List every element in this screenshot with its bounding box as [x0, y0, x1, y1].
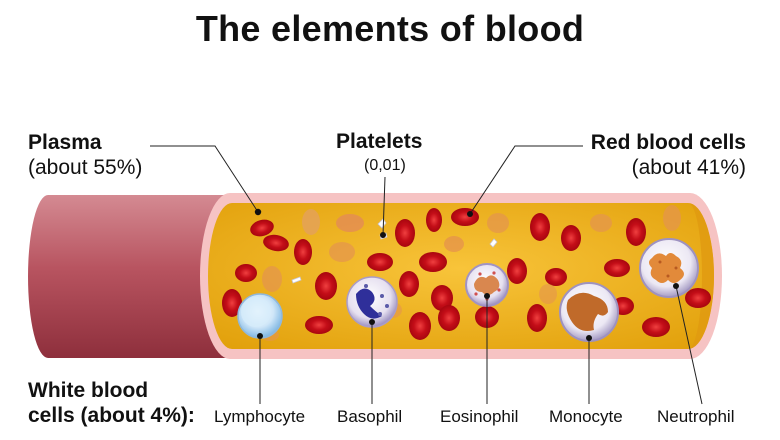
platelets-leader [382, 176, 386, 236]
lymphocyte-leader-dot [257, 333, 263, 339]
red-cells-leader-dot [467, 211, 473, 217]
red-blood-cell [507, 258, 527, 284]
red-blood-cell [250, 219, 274, 237]
monocyte-label: Monocyte [549, 407, 623, 426]
vessel-end-cap [688, 203, 714, 349]
red-blood-cell [367, 253, 393, 271]
red-cells-leader [469, 145, 583, 215]
basophil-label: Basophil [337, 407, 403, 426]
neutrophil-leader-dot [673, 283, 679, 289]
neutrophil-cell [639, 238, 699, 298]
red-blood-cell [419, 252, 447, 272]
red-blood-cell [561, 225, 581, 251]
red-blood-cell [409, 312, 431, 340]
platelets-leader-dot [380, 232, 386, 238]
red-blood-cell [262, 266, 282, 292]
red-blood-cell [222, 289, 242, 317]
red-blood-cell [545, 268, 567, 286]
red-blood-cell [663, 205, 681, 231]
neutrophil-label: Neutrophil [657, 407, 735, 426]
platelet [489, 238, 498, 248]
red-blood-cell [399, 271, 419, 297]
platelet [377, 218, 387, 229]
red-cells-label: Red blood cells [590, 131, 746, 154]
red-blood-cell [315, 272, 337, 300]
red-blood-cell [444, 236, 464, 252]
red-blood-cell [604, 259, 630, 277]
red-blood-cell [451, 208, 479, 226]
red-blood-cell [235, 264, 257, 282]
red-blood-cell [539, 284, 557, 304]
lymphocyte-label: Lymphocyte [214, 407, 306, 426]
eosinophil-leader-dot [484, 293, 490, 299]
red-blood-cell [263, 234, 289, 252]
red-blood-cell [642, 317, 670, 337]
neutrophil-leader [675, 285, 703, 405]
monocyte-cell [559, 282, 619, 342]
red-blood-cell [431, 285, 453, 311]
red-blood-cell [527, 304, 547, 332]
red-blood-cell [530, 213, 550, 241]
red-blood-cell [626, 218, 646, 246]
white-cells-label-line2: cells (about 4%): [28, 404, 195, 427]
red-cells-share: (about 41%) [631, 156, 746, 179]
plasma-share: (about 55%) [28, 156, 143, 179]
platelet [291, 276, 302, 284]
platelets-share: (0,01) [364, 157, 406, 174]
plasma-label: Plasma [28, 131, 102, 154]
red-blood-cell [294, 239, 312, 265]
basophil-leader-dot [369, 319, 375, 325]
eosinophil-label: Eosinophil [440, 407, 519, 426]
leader-lines [150, 145, 703, 405]
red-blood-cell [487, 213, 509, 233]
red-blood-cell [426, 208, 442, 232]
lymphocyte-cell [237, 293, 283, 339]
red-blood-cell [395, 219, 415, 247]
red-blood-cell [329, 242, 355, 262]
eosinophil-cell [465, 263, 509, 307]
red-blood-cell [590, 214, 612, 232]
red-blood-cell [336, 214, 364, 232]
monocyte-leader-dot [586, 335, 592, 341]
red-blood-cell [438, 305, 460, 331]
red-blood-cell [685, 288, 711, 308]
white-cells-label-line1: White blood [28, 379, 149, 402]
red-blood-cell [305, 316, 333, 334]
red-blood-cells [222, 205, 711, 341]
red-blood-cell [302, 209, 320, 235]
plasma-leader-dot [254, 208, 262, 216]
diagram-title: The elements of blood [195, 8, 585, 49]
vessel-outer-wall [28, 195, 241, 358]
platelets-label: Platelets [336, 130, 423, 153]
plasma-leader [150, 145, 259, 213]
